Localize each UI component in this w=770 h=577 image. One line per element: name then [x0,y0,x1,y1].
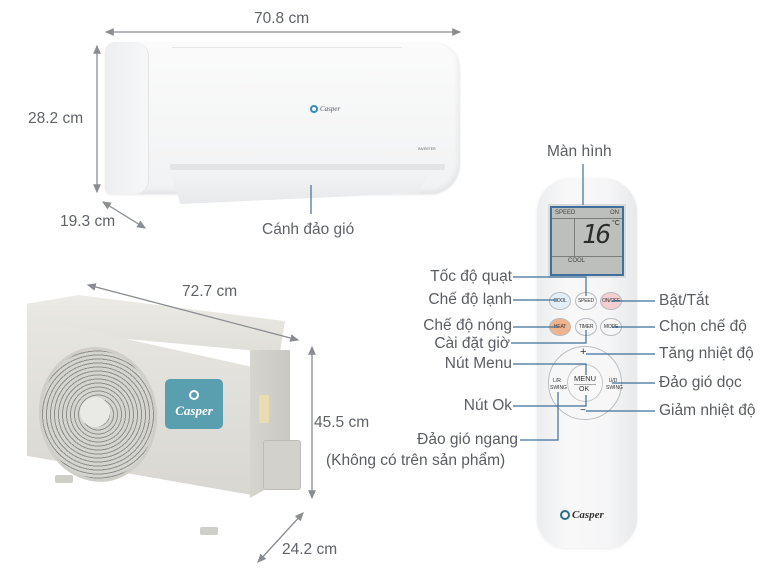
heat-mode-label: Chế độ nóng [423,317,512,334]
fan-speed-label: Tốc độ quạt [430,268,512,285]
indoor-brand-logo: Casper [310,105,340,113]
cool-mode-label: Chế độ lạnh [428,291,512,308]
outdoor-fan-hub [80,397,110,427]
remote-lcd-screen: SPEED ON 16 °C COOL [548,204,626,278]
outdoor-foot-left [55,475,73,483]
indoor-height-label: 28.2 cm [28,110,84,127]
outdoor-brand-panel: Casper [165,379,223,429]
plus-button[interactable]: + [580,346,587,358]
indoor-unit-side [105,42,149,194]
minus-button[interactable]: − [580,405,586,416]
outdoor-foot-right [200,527,218,535]
ok-label: Nút Ok [463,397,512,414]
menu-label: Nút Menu [444,355,512,372]
ud-swing-label-1: U/D [608,378,618,384]
outdoor-height-label: 45.5 cm [314,414,370,431]
ok-button-label[interactable]: OK [579,386,590,393]
menu-ok-divider [574,384,596,385]
indoor-width-label: 70.8 cm [254,10,310,27]
mode-select-label: Chọn chế độ [659,318,747,335]
horizontal-swing-label: Đảo gió ngang [417,431,518,448]
casper-logo-icon [189,389,199,400]
lr-swing-label-2: SWING [550,385,567,391]
lcd-on-indicator: ON [610,210,619,216]
timer-label: Cài đặt giờ [434,335,510,352]
lcd-divider-h1 [552,218,622,219]
lcd-temperature-unit: °C [612,220,620,227]
outdoor-width-label: 72.7 cm [182,283,238,300]
lcd-speed-indicator: SPEED [555,210,576,216]
temp-down-label: Giảm nhiệt độ [659,402,756,419]
indoor-unit: Casper INVERTER [100,40,465,210]
lcd-divider-v [574,218,575,256]
lcd-mode: COOL [568,258,586,264]
menu-button-label[interactable]: MENU [574,374,597,383]
indoor-depth-label: 19.3 cm [60,213,116,230]
outdoor-depth-label: 24.2 cm [282,541,338,558]
temp-up-label: Tăng nhiệt độ [659,345,754,362]
lcd-temperature: 16 [582,220,611,250]
outdoor-valve-cover [263,440,301,490]
screen-label: Màn hình [547,143,612,160]
lcd-divider-h2 [552,256,622,257]
cool-button[interactable]: COOL [549,292,571,310]
vertical-swing-label: Đảo gió dọc [659,374,742,391]
indoor-top-grille [172,42,402,48]
warning-label [259,395,269,423]
menu-ok-button[interactable] [567,364,603,402]
horizontal-swing-note: (Không có trên sản phẩm) [326,452,506,469]
flap-label: Cánh đảo gió [262,221,355,238]
air-outlet-shadow [170,164,445,170]
casper-logo-icon [560,510,570,520]
casper-logo-icon [310,105,318,113]
lr-swing-button[interactable]: L/R SWING [550,378,567,392]
remote-brand-logo: Casper [560,509,604,521]
power-label: Bật/Tắt [659,292,709,309]
lr-swing-label-1: L/R [553,378,561,384]
inverter-badge: INVERTER [418,147,436,151]
ud-swing-label-2: SWING [606,385,623,391]
ud-swing-button[interactable]: U/D SWING [606,378,623,392]
